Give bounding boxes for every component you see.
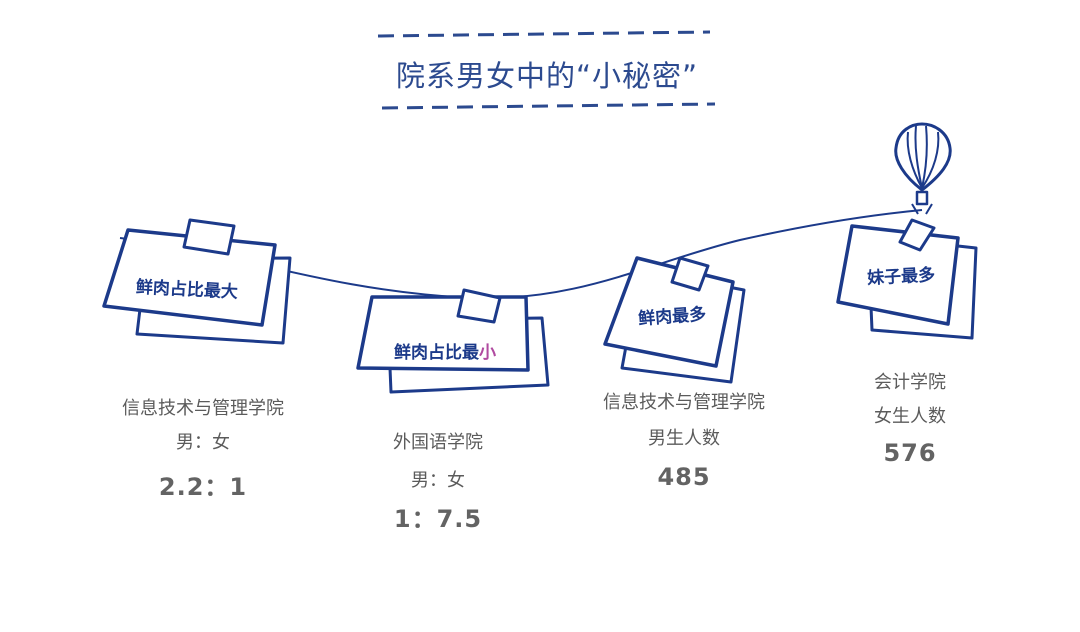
note-2-accent-char: 小 — [479, 343, 496, 363]
card-3-college: 信息技术与管理学院 — [603, 392, 765, 413]
card-2-value: 1：7.5 — [393, 505, 483, 533]
hot-air-balloon-icon — [894, 122, 952, 215]
card-2-metric: 男：女 — [411, 470, 465, 491]
card-4-metric: 女生人数 — [874, 406, 946, 427]
note-1-label: 鲜肉占比最大 — [135, 277, 239, 303]
card-4-value: 576 — [883, 439, 937, 467]
card-1-college: 信息技术与管理学院 — [122, 398, 284, 419]
note-4-label: 妹子最多 — [866, 265, 936, 289]
card-2-college: 外国语学院 — [393, 432, 483, 453]
tape-icon — [456, 288, 502, 324]
note-2-label: 鲜肉占比最小 — [394, 343, 496, 363]
note-1 — [102, 218, 292, 345]
bottom-dash-divider — [381, 102, 716, 110]
card-3-caption: 信息技术与管理学院 男生人数 485 — [566, 386, 802, 494]
note-2 — [356, 288, 550, 394]
note-3-label: 鲜肉最多 — [637, 304, 707, 330]
top-dash-divider — [377, 30, 711, 38]
note-3 — [603, 256, 746, 384]
title-block: 院系男女中的“小秘密” — [370, 28, 720, 114]
card-1-metric: 男：女 — [176, 432, 230, 453]
tape-icon — [670, 256, 710, 292]
card-3-metric: 男生人数 — [648, 428, 720, 449]
card-2-caption: 外国语学院 男：女 1：7.5 — [348, 426, 528, 536]
tape-icon — [182, 218, 236, 256]
page-title: 院系男女中的“小秘密” — [395, 59, 699, 93]
card-3-value: 485 — [657, 463, 711, 491]
card-4-college: 会计学院 — [874, 372, 946, 393]
note-4 — [836, 218, 978, 340]
card-4-caption: 会计学院 女生人数 576 — [838, 366, 982, 470]
card-1-value: 2.2：1 — [158, 473, 248, 501]
card-1-caption: 信息技术与管理学院 男：女 2.2：1 — [78, 392, 328, 504]
tape-icon — [898, 218, 936, 252]
